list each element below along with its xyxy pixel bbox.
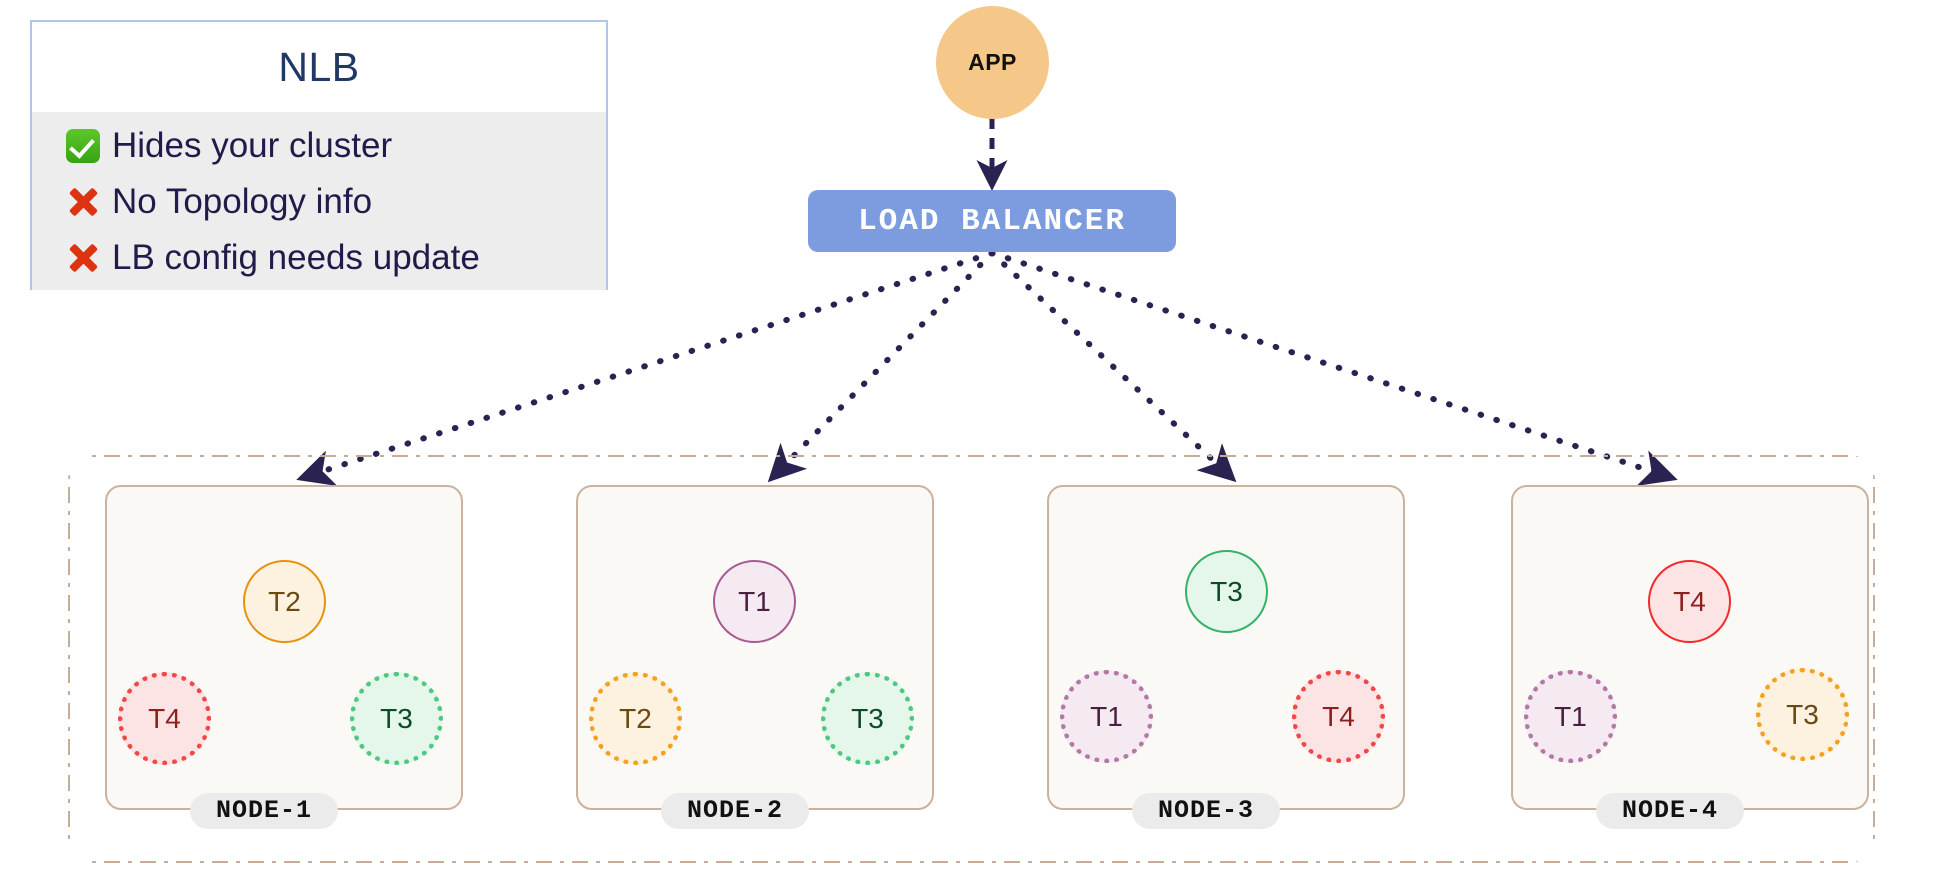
task-replica-node-4-2[interactable]: T3	[1756, 668, 1849, 761]
node-label-3: NODE-3	[1132, 793, 1281, 829]
legend-item-label: No Topology info	[112, 182, 373, 221]
task-replica-node-1-1[interactable]: T4	[118, 672, 211, 765]
edge-lb-to-node-4	[989, 250, 1678, 486]
task-primary-node-4[interactable]: T4	[1648, 560, 1731, 643]
list-item: LB config needs update	[54, 230, 606, 286]
list-item: Hides your cluster	[54, 118, 606, 174]
task-primary-node-1[interactable]: T2	[243, 560, 326, 643]
nlb-legend-list: Hides your cluster No Topology info LB c…	[32, 112, 606, 290]
cross-icon	[54, 240, 112, 276]
load-balancer-node[interactable]: LOAD BALANCER	[808, 190, 1176, 252]
app-node[interactable]: APP	[936, 6, 1049, 119]
nlb-title: NLB	[32, 22, 606, 112]
task-replica-node-2-1[interactable]: T2	[589, 672, 682, 765]
cross-icon	[54, 184, 112, 220]
node-label-1: NODE-1	[190, 793, 339, 829]
nlb-legend-card: NLB Hides your cluster No Topology info …	[30, 20, 608, 290]
node-label-2: NODE-2	[661, 793, 810, 829]
task-replica-node-1-2[interactable]: T3	[350, 672, 443, 765]
task-replica-node-2-2[interactable]: T3	[821, 672, 914, 765]
legend-item-label: Hides your cluster	[112, 126, 393, 165]
edge-lb-to-node-3	[989, 250, 1237, 483]
task-replica-node-3-2[interactable]: T4	[1292, 670, 1385, 763]
edge-lb-to-node-2	[767, 250, 995, 483]
list-item: No Topology info	[54, 174, 606, 230]
task-replica-node-3-1[interactable]: T1	[1060, 670, 1153, 763]
task-replica-node-4-1[interactable]: T1	[1524, 670, 1617, 763]
check-icon	[54, 129, 112, 163]
task-primary-node-3[interactable]: T3	[1185, 550, 1268, 633]
node-label-4: NODE-4	[1596, 793, 1745, 829]
task-primary-node-2[interactable]: T1	[713, 560, 796, 643]
legend-item-label: LB config needs update	[112, 238, 480, 277]
